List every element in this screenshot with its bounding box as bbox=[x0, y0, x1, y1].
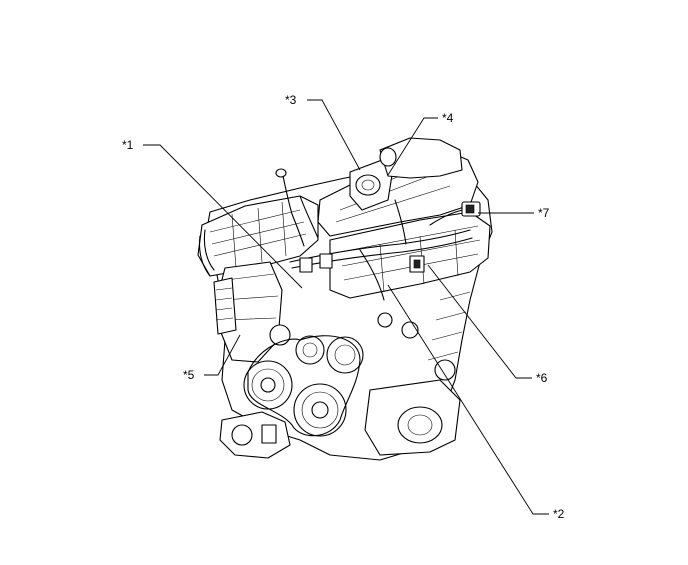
leader-line-2 bbox=[387, 284, 549, 515]
leader-line-4 bbox=[387, 117, 438, 176]
callout-2: *2 bbox=[553, 507, 565, 521]
leader-lines bbox=[143, 99, 549, 515]
engine-block bbox=[197, 137, 493, 461]
leader-line-6 bbox=[427, 264, 532, 379]
leader-line-5 bbox=[204, 334, 241, 376]
callout-1: *1 bbox=[122, 138, 134, 152]
leader-line-3 bbox=[307, 99, 361, 171]
callout-5: *5 bbox=[183, 368, 195, 382]
leader-line-1 bbox=[143, 144, 303, 289]
callout-4: *4 bbox=[442, 111, 454, 125]
callout-3: *3 bbox=[285, 93, 297, 107]
callout-7: *7 bbox=[538, 206, 550, 220]
callout-6: *6 bbox=[536, 371, 548, 385]
